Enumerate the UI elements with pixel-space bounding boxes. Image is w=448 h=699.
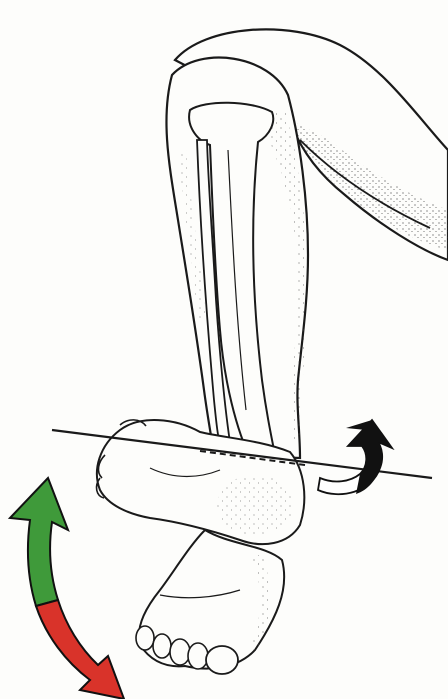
curved-double-arrow-icon (10, 478, 124, 699)
foot-lower (136, 530, 284, 674)
curved-rotation-arrow-icon (318, 420, 392, 494)
